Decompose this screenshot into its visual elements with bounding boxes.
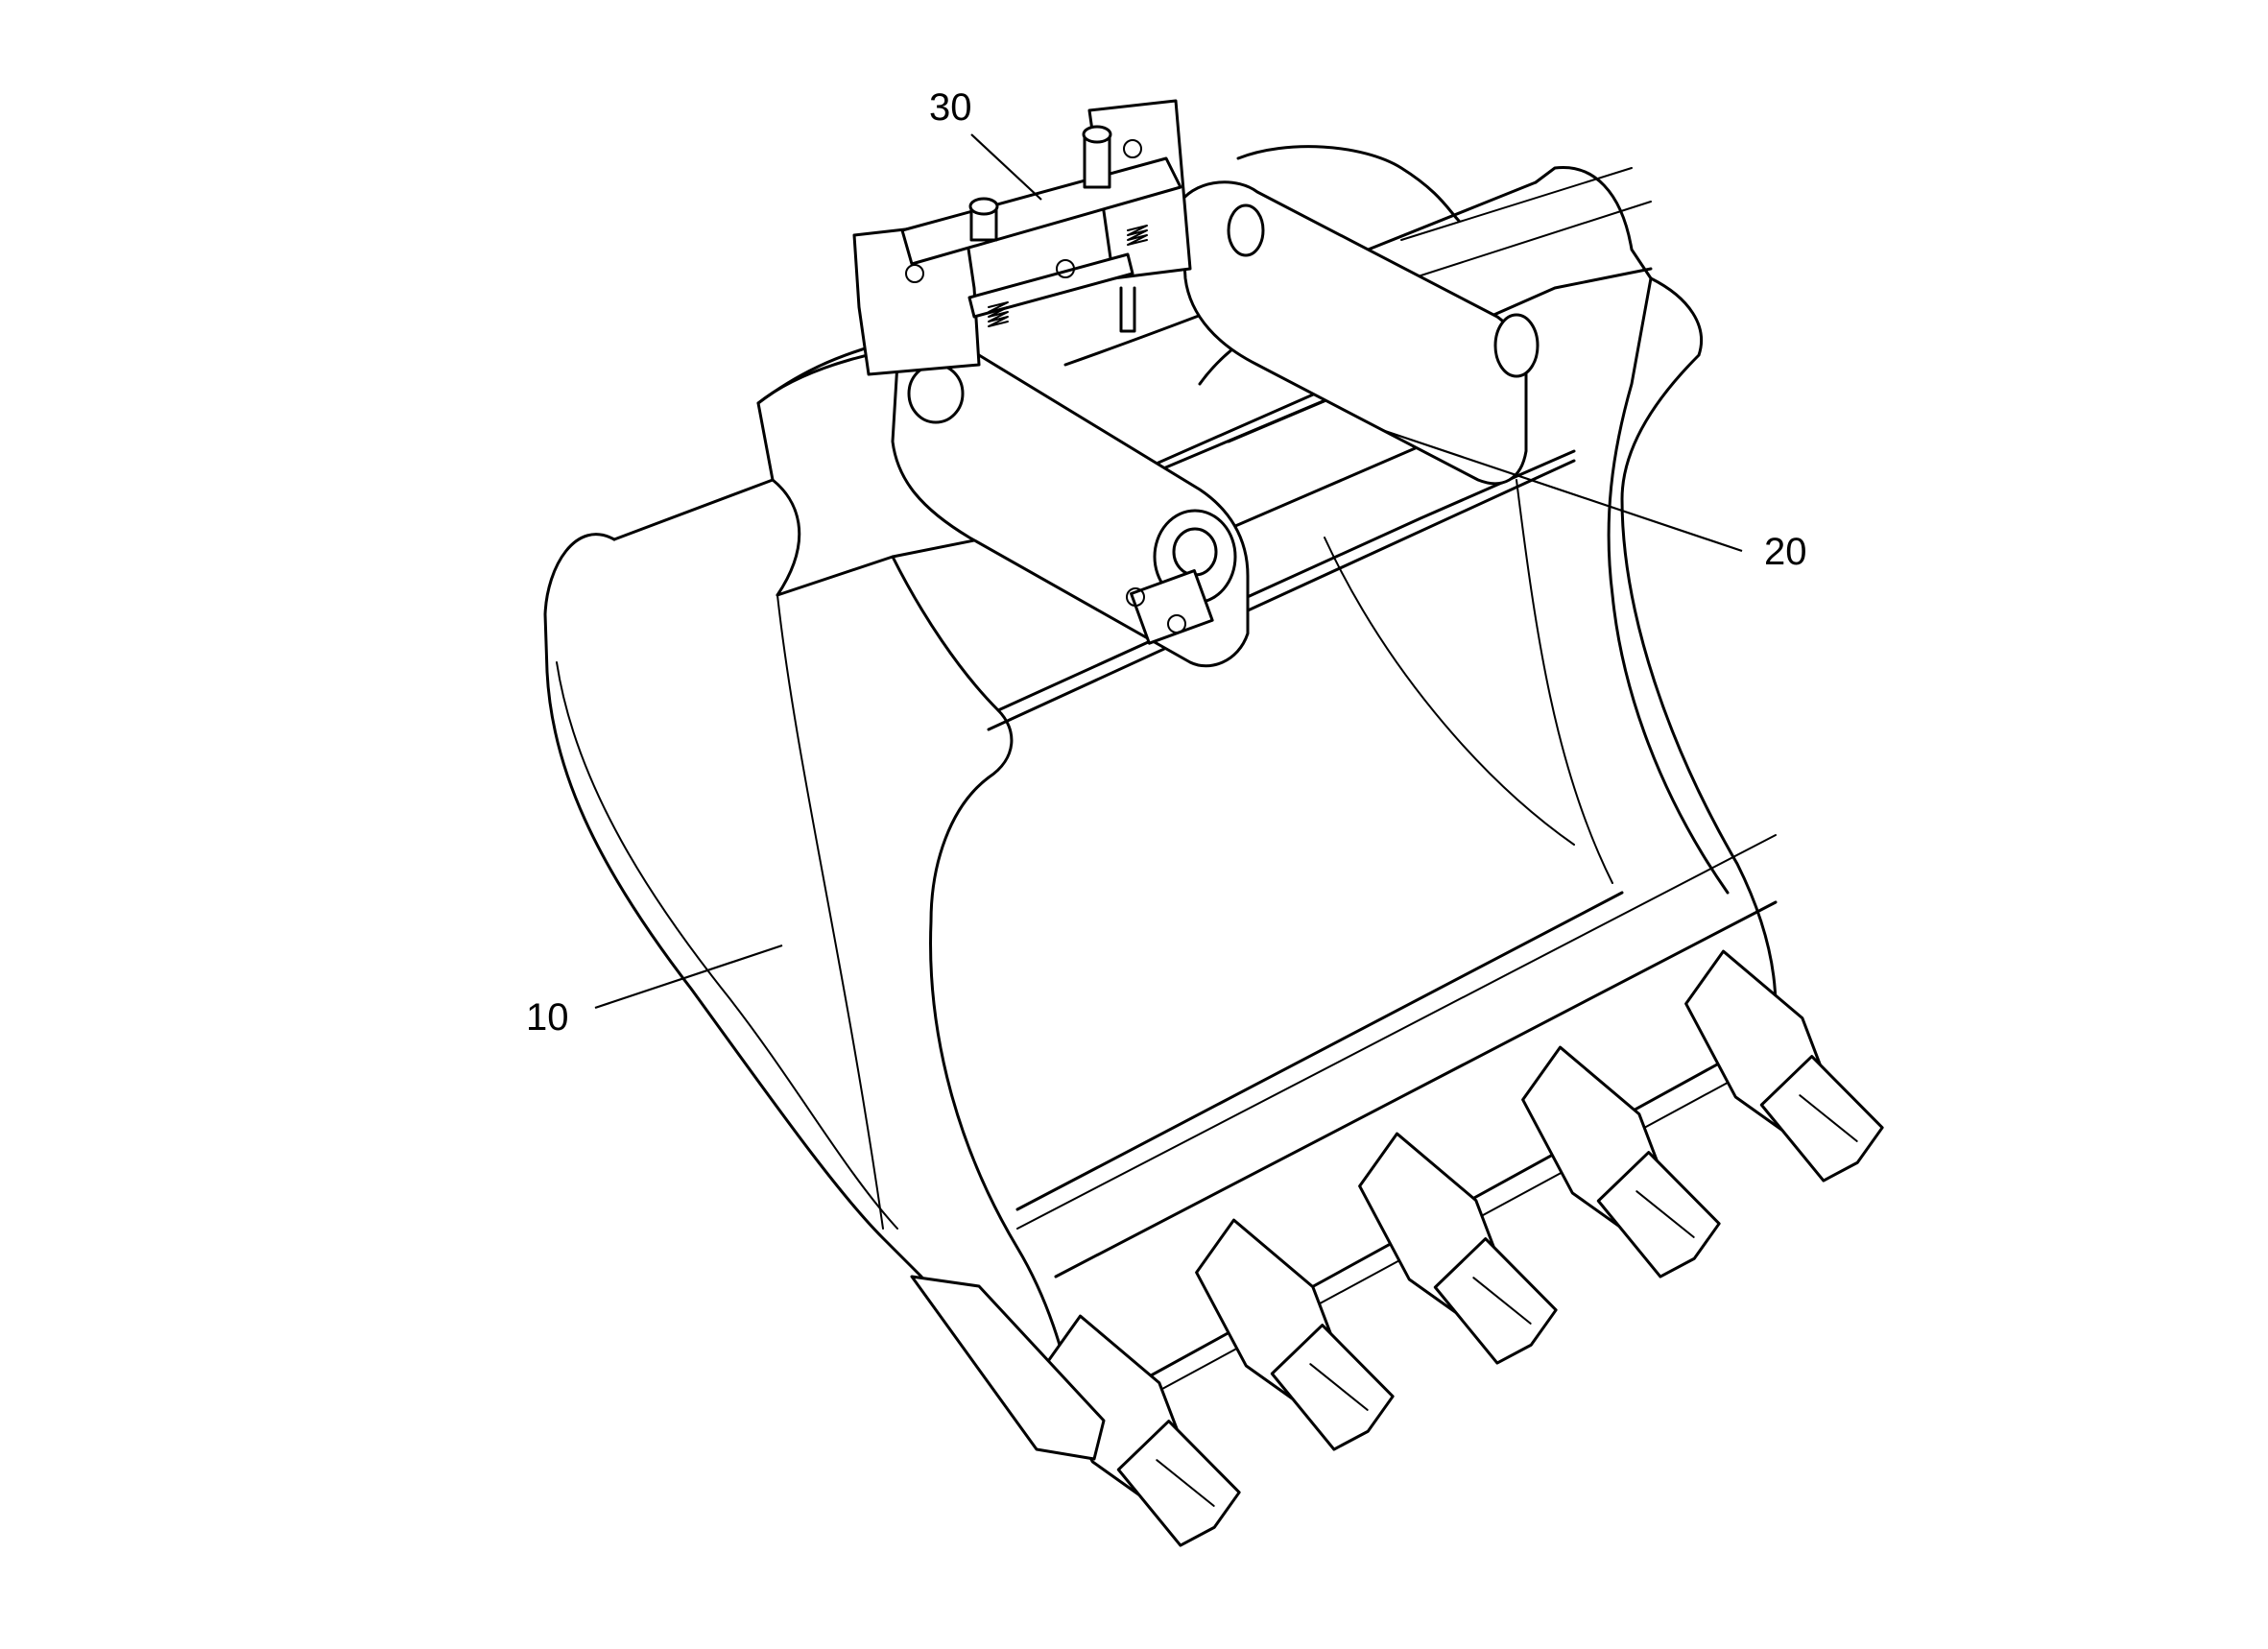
tooth-2 <box>1195 1218 1395 1451</box>
lock-springs <box>988 225 1148 327</box>
top-wear-strip <box>891 267 1653 559</box>
bucket-shell <box>543 145 1796 1442</box>
leader-10 <box>594 944 783 1010</box>
leader-30 <box>970 133 1042 201</box>
reference-numeral-20: 20 <box>1764 531 1807 573</box>
bucket-teeth <box>910 949 1884 1547</box>
right-side-plate <box>1534 165 1778 1010</box>
reference-numeral-10: 10 <box>526 996 569 1039</box>
tooth-5 <box>1684 949 1884 1183</box>
hinge-assembly <box>891 180 1540 668</box>
left-side-plate <box>543 533 1086 1442</box>
locking-mechanism <box>852 99 1192 376</box>
leader-20 <box>1381 428 1743 553</box>
tooth-1 <box>1041 1314 1241 1547</box>
right-bracket-plate <box>1179 180 1528 486</box>
tooth-4 <box>1521 1045 1721 1279</box>
left-front-plate <box>776 555 1077 1413</box>
cutting-edge <box>1015 891 1624 1211</box>
side-cutter <box>910 1275 1106 1461</box>
reference-numeral-30: 30 <box>929 86 972 129</box>
tooth-3 <box>1358 1132 1558 1365</box>
